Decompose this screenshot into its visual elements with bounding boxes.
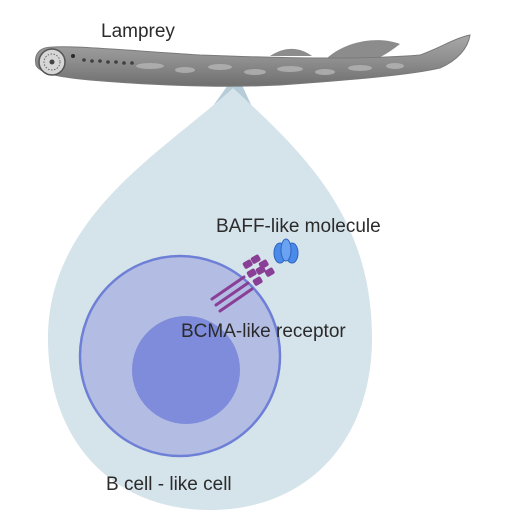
lamprey-illustration	[35, 34, 471, 87]
baff-molecule-icon	[273, 238, 299, 264]
b-cell-label: B cell - like cell	[106, 474, 232, 495]
lamprey-label: Lamprey	[101, 21, 175, 42]
bcma-label: BCMA-like receptor	[181, 321, 346, 342]
b-cell-nucleus	[132, 316, 240, 424]
bcma-receptor-icon	[210, 254, 275, 313]
baff-label: BAFF-like molecule	[216, 216, 381, 237]
